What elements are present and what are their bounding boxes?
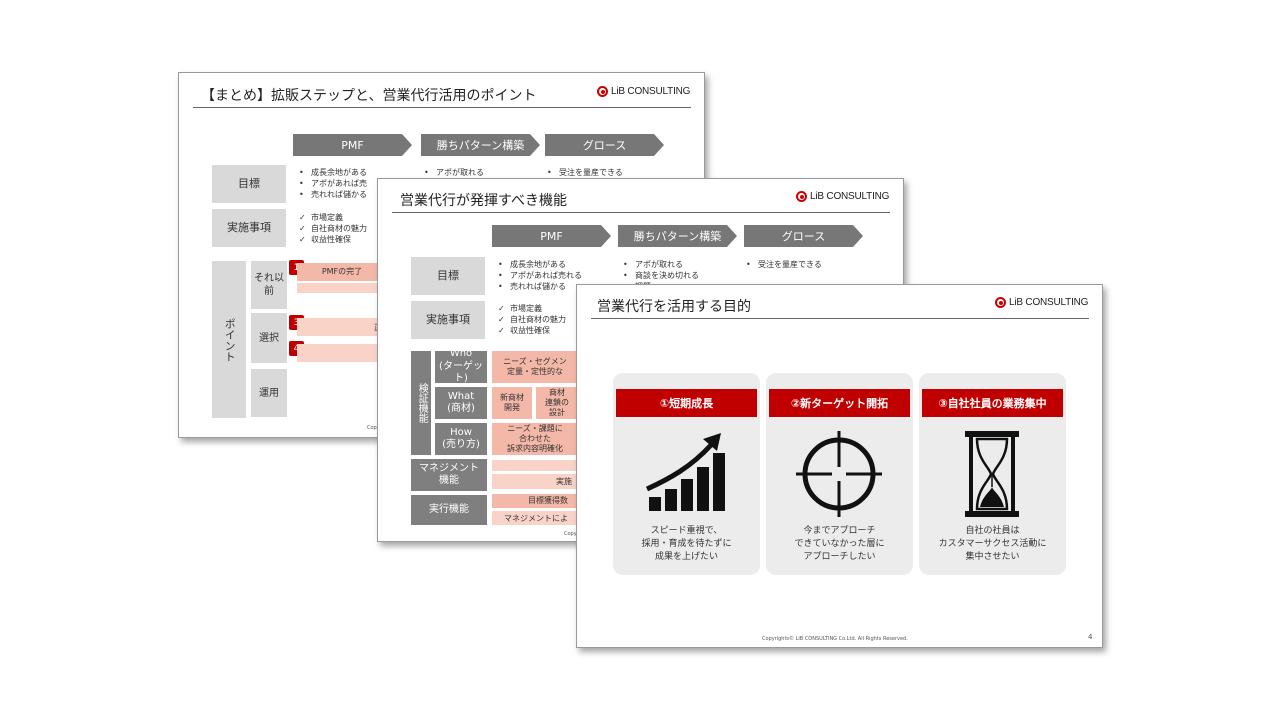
logo-mark-icon: [796, 191, 807, 202]
exec-bar-a: 目標獲得数: [492, 494, 578, 508]
exec-bar-b: マネジメントによ: [492, 511, 578, 525]
goal-list-3: 受注を量産できる: [746, 259, 822, 270]
phase-growth: グロース: [545, 134, 664, 156]
point-bar-4: [297, 344, 387, 362]
page-number: 4: [1088, 633, 1093, 641]
exec-label: 実行機能: [411, 495, 487, 525]
card-heading: ②新ターゲット開拓: [769, 389, 910, 417]
copyright: Copy: [564, 531, 577, 537]
what-label: What (商材): [435, 387, 487, 419]
sub-select: 選択: [251, 313, 287, 363]
sub-before: それ以前: [251, 261, 287, 309]
card-heading: ③自社社員の業務集中: [922, 389, 1063, 417]
title-rule: [193, 107, 691, 108]
point-bar-before: [297, 283, 387, 293]
card-description: 自社の社員は カスタマーサクセス活動に 集中させたい: [938, 526, 1047, 562]
points-label: ポイント: [212, 261, 246, 418]
goal-list-1: 成長余地がある アポがあれば売れる 売れれば儲かる: [498, 259, 582, 292]
logo-mark-icon: [995, 297, 1006, 308]
purpose-card-staff-focus: ③自社社員の業務集中 自社の社員は カスタマーサクセス活動に 集中させたい: [919, 373, 1066, 575]
point-bar-3: 正: [297, 318, 387, 336]
how-text: ニーズ・課題に 合わせた 訴求内容明確化: [492, 423, 578, 455]
how-label: How (売り方): [435, 423, 487, 455]
point-pmf-bar: PMFの完了: [297, 263, 387, 281]
phase-growth: グロース: [744, 225, 863, 247]
card-description: 今までアプローチ できていなかった層に アプローチしたい: [794, 526, 885, 562]
sub-ops: 運用: [251, 369, 287, 417]
purpose-card-short-term-growth: ①短期成長 スピード重視で、 採用・育成を待たずに 成果を上げたい: [613, 373, 760, 575]
card-heading: ①短期成長: [616, 389, 757, 417]
row-actions-label: 実施事項: [212, 209, 286, 247]
growth-chart-icon: [645, 433, 725, 511]
logo-mark-icon: [597, 86, 608, 97]
crosshair-icon: [796, 431, 882, 517]
what-new: 新商材 開発: [492, 387, 532, 419]
goal-list-3: 受注を量産できる: [547, 167, 623, 178]
phase-pmf: PMF: [293, 134, 412, 156]
copyright: Copyrights© LiB CONSULTING Co.Ltd. All R…: [762, 636, 908, 642]
phase-pmf: PMF: [492, 225, 611, 247]
phase-pattern: 勝ちパターン構築: [618, 225, 737, 247]
title-rule: [591, 318, 1089, 319]
goal-list-2: アポが取れる: [424, 167, 484, 178]
card-description: スピード重視で、 採用・育成を待たずに 成果を上げたい: [641, 526, 732, 562]
slide-title: 営業代行が発揮すべき機能: [400, 193, 568, 209]
goal-list-1: 成長余地がある アポがあれば売 売れれば儲かる: [299, 167, 367, 200]
copyright: Copyr: [367, 425, 382, 431]
mgmt-label: マネジメント 機能: [411, 459, 487, 491]
verify-label: 検証機能: [411, 351, 431, 455]
purpose-card-new-target: ②新ターゲット開拓 今までアプローチ できていなかった層に アプローチしたい: [766, 373, 913, 575]
company-logo: LiB CONSULTING: [796, 191, 889, 202]
company-logo: LiB CONSULTING: [995, 297, 1088, 308]
title-rule: [392, 212, 890, 213]
mgmt-bar-top: [492, 460, 578, 471]
action-list: 市場定義 自社商材の魅力 収益性確保: [498, 303, 566, 336]
hourglass-icon: [965, 431, 1019, 517]
row-actions-label: 実施事項: [411, 301, 485, 339]
slide-title: 営業代行を活用する目的: [597, 299, 751, 315]
who-text: ニーズ・セグメン 定量・定性的な: [492, 351, 578, 383]
slide-purpose: 営業代行を活用する目的 LiB CONSULTING ①短期成長 スピード重視で…: [576, 284, 1103, 648]
row-goal-label: 目標: [212, 165, 286, 203]
who-label: Who (ターゲット): [435, 348, 487, 384]
action-list: 市場定義 自社商材の魅力 収益性確保: [299, 212, 367, 245]
mgmt-bar: 実施: [492, 474, 578, 489]
company-logo: LiB CONSULTING: [597, 86, 690, 97]
row-goal-label: 目標: [411, 257, 485, 295]
phase-pattern: 勝ちパターン構築: [421, 134, 540, 156]
what-chain: 商材 連鎖の 設計: [536, 387, 578, 419]
slide-title: 【まとめ】拡販ステップと、営業代行活用のポイント: [201, 88, 537, 104]
